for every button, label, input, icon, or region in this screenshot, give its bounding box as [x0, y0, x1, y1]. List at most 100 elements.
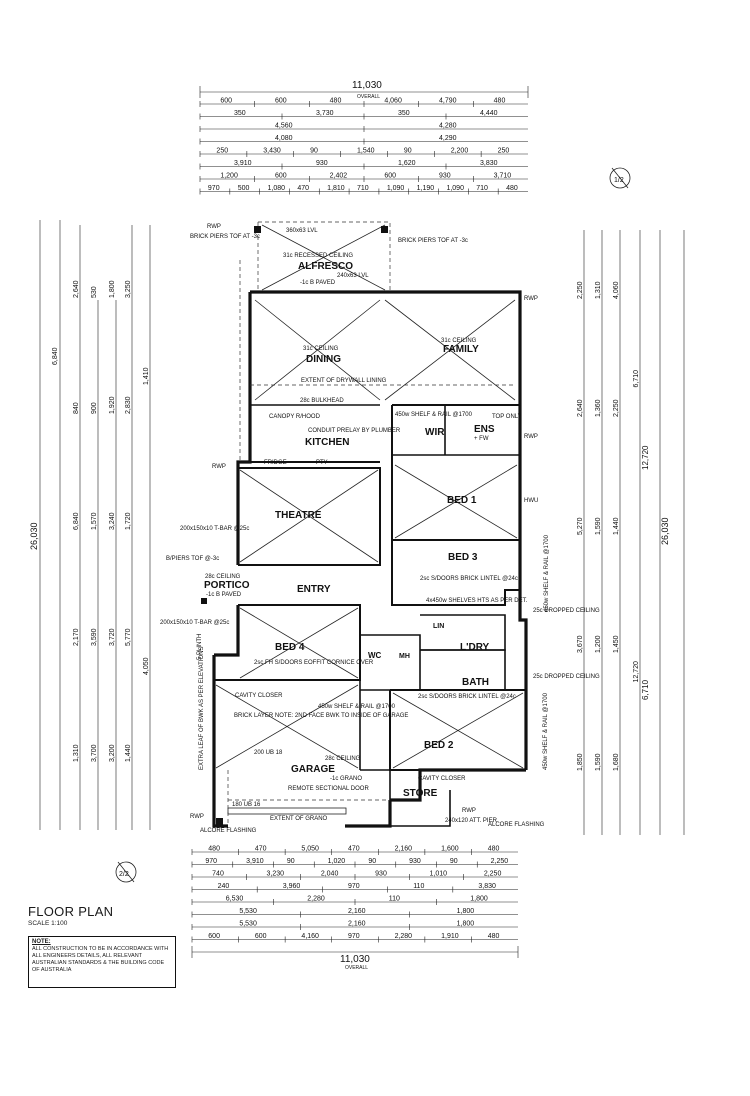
pier-left	[254, 226, 261, 233]
dim-overall-depth-right: 26,030	[660, 517, 670, 545]
top-dim-value: 1,090	[387, 185, 405, 192]
top-dim-value: 480	[330, 98, 342, 105]
label-ub2: 180 UB 16	[232, 802, 261, 808]
top-dim-value: 4,560	[275, 123, 293, 130]
bottom-dim-value: 5,530	[239, 908, 257, 915]
bottom-dim-value: 110	[389, 896, 400, 903]
top-dim-value: 90	[404, 148, 412, 155]
section-mark-top: 1/2	[609, 167, 631, 189]
room-entry: ENTRY	[297, 584, 331, 595]
top-dim-value: 250	[498, 148, 510, 155]
right-dim-value: 1,360	[595, 399, 602, 417]
note-family-ceiling: 31c CEILING	[441, 338, 477, 344]
top-dim-value: 480	[506, 185, 518, 192]
bottom-dim-value: 5,050	[301, 846, 319, 853]
room-lin: LIN	[433, 623, 444, 630]
label-brick-piers-left: BRICK PIERS TOF AT -3c	[190, 234, 260, 240]
bottom-dim-value: 1,910	[441, 933, 459, 940]
top-dim-value: 4,290	[439, 135, 457, 142]
dim-overall-depth: 26,030	[29, 522, 39, 550]
room-alfresco: ALFRESCO	[298, 261, 353, 272]
bottom-dim-value: 2,250	[491, 858, 509, 865]
right-dim-value: 3,670	[577, 635, 584, 653]
label-tbar-1: 200x150x10 T-BAR @25c	[180, 526, 249, 532]
bottom-dim-value: 970	[348, 933, 360, 940]
top-dim-value: 500	[238, 185, 250, 192]
label-rwp-2: RWP	[524, 296, 538, 302]
note-drywall: EXTENT OF DRYWALL LINING	[301, 378, 387, 384]
label-extra-leaf: EXTRA LEAF OF BWK AS PER ELEVATIONS	[199, 647, 205, 770]
label-remote-door: REMOTE SECTIONAL DOOR	[288, 786, 369, 792]
right-dim-value: 1,440	[613, 517, 620, 535]
top-dim-value: 1,200	[220, 173, 238, 180]
bottom-dim-value: 3,960	[283, 883, 301, 890]
left-dim-value: 2,640	[73, 280, 80, 298]
left-dim-value: 1,720	[125, 512, 132, 530]
room-wc: WC	[368, 651, 382, 660]
bottom-dim-value: 2,040	[321, 871, 339, 878]
annotations: BRICK PIERS TOF AT -3c BRICK PIERS TOF A…	[160, 224, 550, 834]
bottom-dim-value: 2,280	[307, 896, 325, 903]
construction-note-box: NOTE: ALL CONSTRUCTION TO BE IN ACCORDAN…	[28, 936, 176, 988]
left-dim-value: 3,240	[109, 512, 116, 530]
top-dim-value: 600	[384, 173, 396, 180]
right-dim-value: 4,060	[613, 281, 620, 299]
left-dim-value: 2,830	[125, 396, 132, 414]
room-labels: ALFRESCO DINING FAMILY KITCHEN THEATRE W…	[204, 261, 495, 799]
bottom-dim-value: 2,160	[348, 921, 366, 928]
bottom-dim-value: 6,530	[226, 896, 244, 903]
bottom-dim-value: 90	[287, 858, 295, 865]
bottom-dim-value: 90	[368, 858, 376, 865]
left-dim-value: 3,250	[125, 280, 132, 298]
label-brick-piers-right: BRICK PIERS TOF AT -3c	[398, 238, 468, 244]
bottom-dim-value: 740	[212, 871, 224, 878]
bottom-dim-value: 600	[255, 933, 267, 940]
dim-left-6840: 6,840	[52, 347, 59, 365]
top-dim-value: 3,730	[316, 110, 334, 117]
top-dim-value: 710	[357, 185, 369, 192]
dim-overall-top-label: OVERALL	[357, 94, 380, 100]
right-dimension-lines: 26,030 12,720 6,710	[583, 230, 685, 835]
bottom-dim-value: 480	[488, 933, 500, 940]
pier-garage-left	[216, 818, 223, 825]
bottom-dim-value: 600	[208, 933, 220, 940]
label-rwp-5: RWP	[462, 808, 476, 814]
top-dim-value: 3,910	[234, 160, 252, 167]
label-doors-bed3: 2sc S/DOORS BRICK LINTEL @24c	[420, 576, 518, 582]
label-pty: PTY	[316, 460, 328, 466]
left-dim-value: 1,310	[73, 744, 80, 762]
pier-right	[381, 226, 388, 233]
bottom-dim-value: 5,530	[239, 921, 257, 928]
label-bpiers: B/PIERS TOF @-3c	[166, 556, 219, 562]
ceiling-notes: 31c RECESSED CEILING -1c B PAVED 31c CEI…	[205, 253, 600, 782]
label-top-only: TOP ONLY	[492, 414, 522, 420]
label-shelf-bed2: 450w SHELF & RAIL @1700	[543, 692, 549, 770]
right-dimension-values: 2,2502,6405,2703,6701,8501,3101,3601,590…	[577, 281, 640, 771]
bottom-dimensions: 11,030 OVERALL	[191, 946, 519, 971]
note-bulkhead: 28c BULKHEAD	[300, 398, 344, 404]
top-dim-value: 1,090	[446, 185, 464, 192]
label-conduit: CONDUIT PRELAY BY PLUMBER	[308, 428, 401, 434]
right-dim-value: 1,200	[595, 635, 602, 653]
room-dining: DINING	[306, 354, 341, 365]
label-cavity-closer: CAVITY CLOSER	[235, 693, 283, 699]
bottom-dim-value: 1,800	[457, 908, 475, 915]
bottom-dim-value: 1,020	[328, 858, 346, 865]
label-shelf-bed4: 450w SHELF & RAIL @1700	[318, 704, 396, 710]
top-dim-value: 710	[476, 185, 488, 192]
bottom-dim-value: 90	[450, 858, 458, 865]
top-dim-value: 4,080	[275, 135, 293, 142]
note-alfresco-ceiling: 31c RECESSED CEILING	[283, 253, 353, 259]
room-ldry: L'DRY	[460, 642, 490, 653]
label-extent-grano: EXTENT OF GRANO	[270, 816, 328, 822]
left-dim-value: 3,700	[91, 744, 98, 762]
dim-overall-bottom-label: OVERALL	[345, 965, 368, 971]
room-bed3: BED 3	[448, 552, 478, 563]
pier-portico	[201, 598, 207, 604]
bottom-dim-value: 480	[488, 846, 500, 853]
bottom-dim-value: 1,600	[441, 846, 459, 853]
left-dim-value: 2,170	[73, 628, 80, 646]
room-portico: PORTICO	[204, 580, 250, 591]
